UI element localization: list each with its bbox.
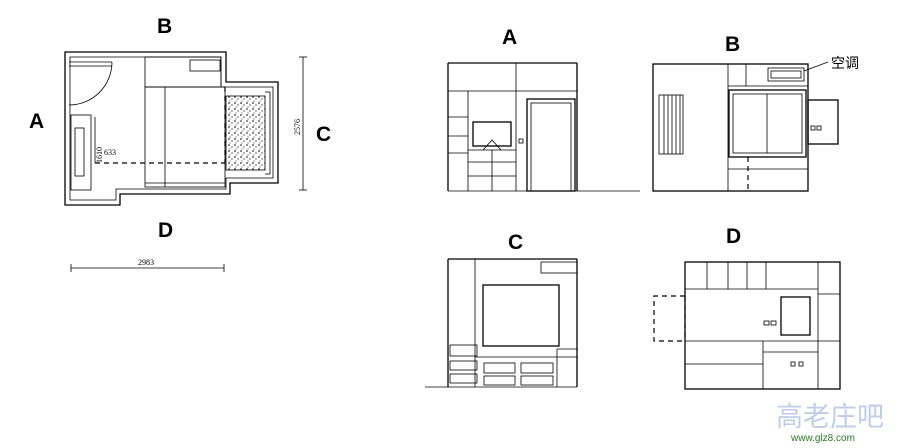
svg-text:2576: 2576: [293, 119, 302, 135]
plan-label-a: A: [29, 110, 44, 133]
panel-d: [780, 296, 811, 336]
dim-inner-b: 633: [104, 148, 116, 157]
svg-text:2983: 2983: [138, 258, 154, 267]
bed: [144, 86, 226, 188]
window-c: [482, 284, 560, 347]
outer-wall: [64, 51, 279, 206]
bay-window: [225, 95, 266, 171]
elevation-c: C: [425, 231, 578, 388]
plan-label-d: D: [158, 219, 173, 242]
plan-label-c: C: [316, 123, 331, 146]
door: [68, 61, 113, 106]
elevation-c-title: C: [508, 231, 523, 254]
elevation-a: A: [447, 26, 640, 192]
plan-label-b: B: [157, 15, 172, 38]
elevation-d-title: D: [726, 225, 741, 248]
ac-callout: 空调: [831, 56, 859, 72]
curtain-b: [658, 94, 684, 155]
window-b: [728, 89, 807, 158]
ac-unit-plan: [189, 59, 221, 72]
floor-plan: B A C D 1610 633: [29, 15, 331, 272]
door-elevation-a: [526, 98, 576, 192]
ac-unit-elevation: [767, 67, 805, 82]
watermark: 高老庄吧 www.glz8.com: [776, 402, 884, 444]
bay-outline-d: [653, 295, 685, 342]
watermark-url: www.glz8.com: [790, 433, 855, 444]
elevation-b: B 空调: [652, 33, 859, 192]
dimension-height: 2576: [293, 56, 307, 191]
elevation-b-title: B: [725, 33, 740, 56]
tv-screen-a: [472, 121, 512, 147]
wardrobe: [144, 56, 222, 88]
elevation-d: D: [653, 225, 841, 390]
bay-box-b: [807, 99, 839, 145]
dimension-width: 2983: [70, 258, 225, 272]
desk: [70, 114, 92, 191]
elevation-a-title: A: [502, 26, 517, 49]
dim-inner-a: 1610: [95, 147, 104, 163]
watermark-logo: 高老庄吧: [776, 402, 884, 433]
